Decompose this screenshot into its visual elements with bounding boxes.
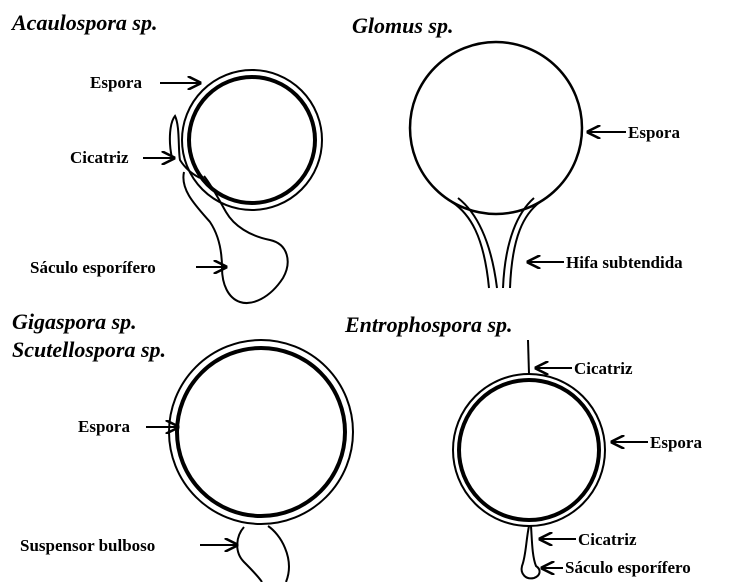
acaulospora-spore xyxy=(182,70,322,210)
label-acaulospora-saccule: Sáculo esporífero xyxy=(30,258,156,277)
label-gigaspora-suspensor: Suspensor bulboso xyxy=(20,536,155,555)
label-glomus-hypha: Hifa subtendida xyxy=(566,253,683,272)
entrophospora-saccule xyxy=(522,526,540,578)
panel-entrophospora: Entrophospora sp. Cicatriz Espora Cicatr… xyxy=(344,312,702,578)
label-acaulospora-scar: Cicatriz xyxy=(70,148,129,167)
label-entrophospora-spore: Espora xyxy=(650,433,702,452)
label-glomus-spore: Espora xyxy=(628,123,680,142)
title-scutellospora: Scutellospora sp. xyxy=(12,337,166,362)
gigaspora-bulbous-suspensor xyxy=(237,526,289,582)
gigaspora-spore xyxy=(169,340,353,524)
entrophospora-spore xyxy=(453,374,605,526)
title-entrophospora: Entrophospora sp. xyxy=(344,312,513,337)
label-entrophospora-scar-bottom: Cicatriz xyxy=(578,530,637,549)
title-gigaspora: Gigaspora sp. xyxy=(12,309,137,334)
glomus-spore xyxy=(410,42,582,214)
panel-glomus: Glomus sp. Espora Hifa subtendida xyxy=(352,13,683,288)
label-entrophospora-scar-top: Cicatriz xyxy=(574,359,633,378)
acaulospora-saccule xyxy=(183,172,287,303)
panel-gigaspora: Gigaspora sp. Scutellospora sp. Espora S… xyxy=(12,309,353,582)
label-entrophospora-saccule: Sáculo esporífero xyxy=(565,558,691,577)
label-gigaspora-spore: Espora xyxy=(78,417,130,436)
panel-acaulospora: Acaulospora sp. Espora Cicatriz Sáculo e… xyxy=(10,10,322,303)
glomus-subtending-hypha xyxy=(452,198,540,288)
title-acaulospora: Acaulospora sp. xyxy=(10,10,157,35)
entrophospora-top-scar xyxy=(528,340,529,374)
label-acaulospora-spore: Espora xyxy=(90,73,142,92)
title-glomus: Glomus sp. xyxy=(352,13,453,38)
